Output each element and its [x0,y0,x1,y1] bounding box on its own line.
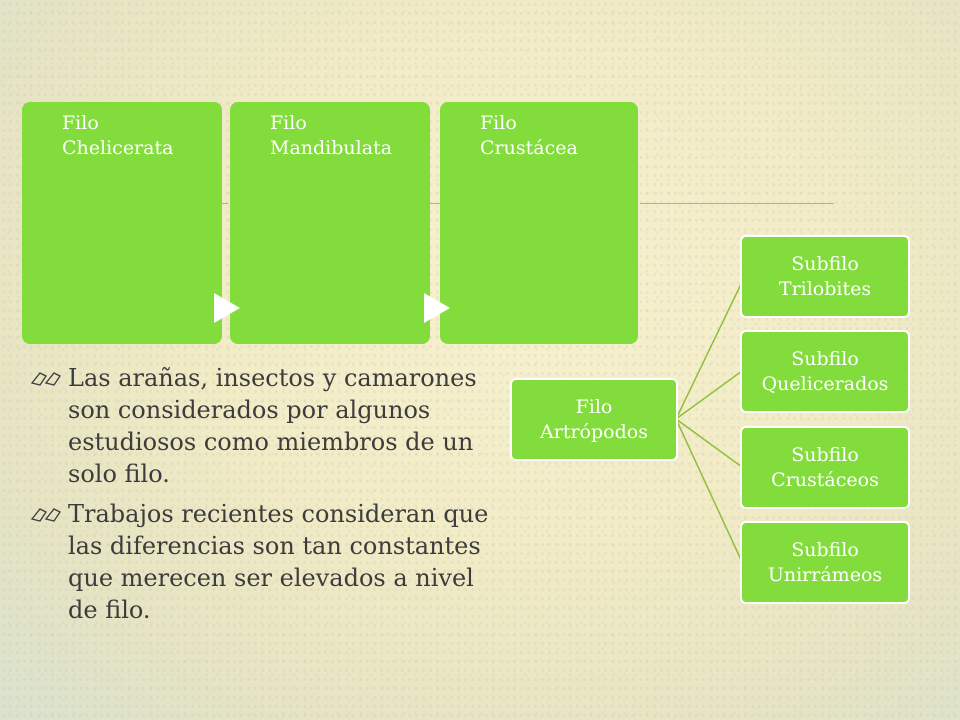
process-line-1 [222,203,228,204]
connector-crustaceos [675,418,743,468]
filo-artropodos-label: Filo Artrópodos [540,395,648,443]
subfilo-unirrameos-label: Subfilo Unirrámeos [767,538,883,586]
book-bullet-icon [30,508,61,522]
subfilo-quelicerados-box: Subfilo Quelicerados [740,330,910,413]
subfilo-crustaceos-box: Subfilo Crustáceos [740,426,910,509]
filo-chelicerata-box: Filo Chelicerata [22,102,222,344]
connector-unirrameos [675,418,743,563]
filo-mandibulata-label: Filo Mandibulata [270,112,393,159]
arrow-right-icon [424,293,450,323]
bullet-item: Trabajos recientes consideran que las di… [30,498,500,626]
book-bullet-icon [30,372,61,386]
filo-crustacea-label: Filo Crustácea [480,112,578,159]
filo-chelicerata-label: Filo Chelicerata [62,112,174,159]
connector-trilobites [675,281,743,420]
subfilo-crustaceos-label: Subfilo Crustáceos [771,443,879,491]
filo-mandibulata-box: Filo Mandibulata [230,102,430,344]
filo-artropodos-box: Filo Artrópodos [510,378,678,461]
bullet-text: Las arañas, insectos y camarones son con… [68,364,477,488]
bullet-list: Las arañas, insectos y camarones son con… [30,362,500,634]
bullet-item: Las arañas, insectos y camarones son con… [30,362,500,490]
process-line-3 [640,203,834,204]
process-line-2 [430,203,440,204]
filo-crustacea-box: Filo Crustácea [440,102,638,344]
subfilo-trilobites-box: Subfilo Trilobites [740,235,910,318]
subfilo-unirrameos-box: Subfilo Unirrámeos [740,521,910,604]
subfilo-quelicerados-label: Subfilo Quelicerados [761,347,889,395]
arrow-right-icon [214,293,240,323]
connector-quelicerados [675,370,743,420]
bullet-text: Trabajos recientes consideran que las di… [68,500,489,624]
subfilo-trilobites-label: Subfilo Trilobites [778,252,872,300]
